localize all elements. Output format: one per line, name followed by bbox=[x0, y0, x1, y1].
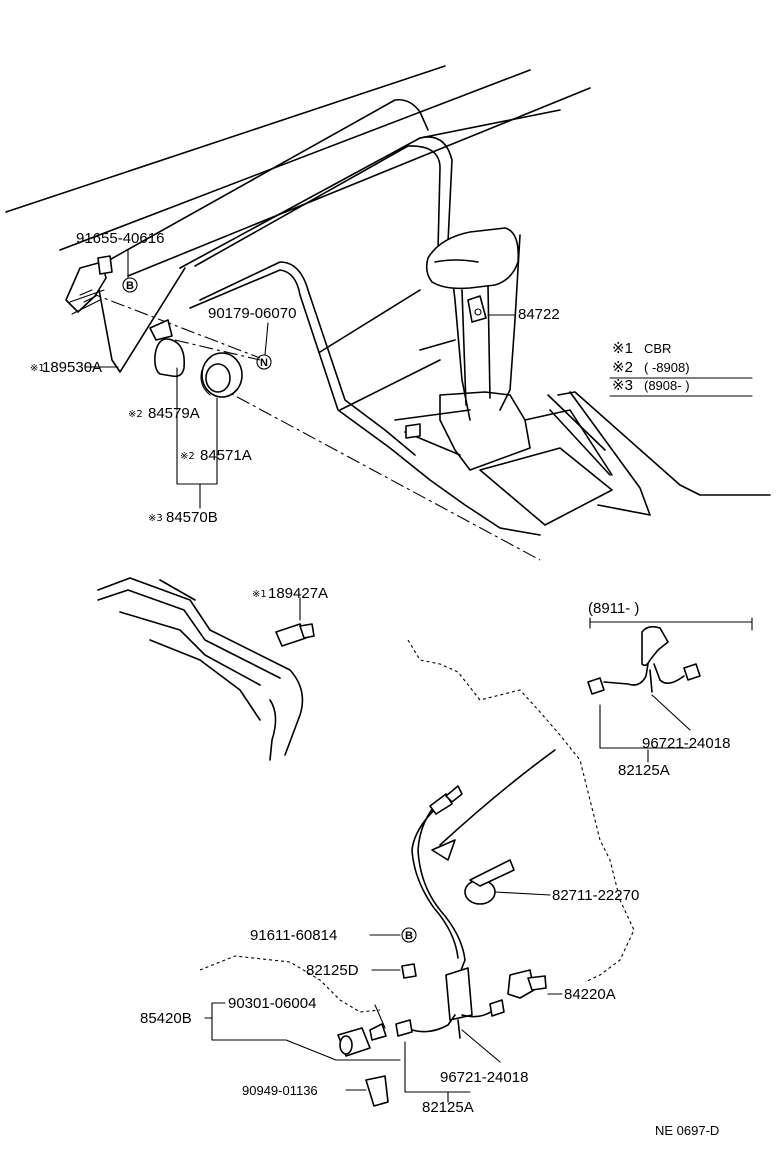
svg-text:189530A: 189530A bbox=[42, 359, 102, 376]
range-note: (8911- ) bbox=[588, 600, 639, 617]
svg-text:N: N bbox=[260, 357, 268, 369]
svg-text:B: B bbox=[405, 930, 413, 942]
label-85420b: 85420B bbox=[140, 1010, 192, 1027]
label-84722: 84722 bbox=[518, 306, 560, 323]
svg-text:※1: ※1 bbox=[252, 589, 267, 600]
plate-90949-drawing bbox=[365, 1075, 389, 1107]
label-82125a-bottom: 82125A bbox=[422, 1099, 474, 1116]
svg-text:B: B bbox=[126, 280, 134, 292]
bulb-socket-84579a-drawing bbox=[149, 319, 186, 378]
housing-outline bbox=[97, 577, 304, 761]
label-189427a: ※1 189427A bbox=[252, 585, 328, 602]
marker-b-bottom: B bbox=[401, 927, 417, 943]
label-82125d: 82125D bbox=[306, 962, 359, 979]
svg-text:189427A: 189427A bbox=[268, 585, 328, 602]
leaders-top bbox=[85, 249, 516, 509]
svg-text:84579A: 84579A bbox=[148, 405, 200, 422]
svg-text:( -8908): ( -8908) bbox=[644, 360, 690, 375]
label-90179-06070: 90179-06070 bbox=[208, 305, 296, 322]
svg-text:(8908- ): (8908- ) bbox=[644, 378, 690, 393]
clip-82125d-drawing bbox=[401, 963, 417, 979]
svg-text:※1: ※1 bbox=[612, 340, 633, 357]
label-82125a-top: 82125A bbox=[618, 762, 670, 779]
label-96721-24018-bottom: 96721-24018 bbox=[440, 1069, 528, 1086]
leader-82711 bbox=[494, 891, 551, 896]
svg-text:※1: ※1 bbox=[30, 363, 45, 374]
sensor-84220a-drawing bbox=[507, 969, 547, 999]
harness-lower bbox=[199, 955, 505, 1103]
label-84579a: ※2 84579A bbox=[128, 405, 200, 422]
console-outline bbox=[5, 65, 771, 561]
label-91655-40616: 91655-40616 bbox=[76, 230, 164, 247]
sensor-189427a-drawing bbox=[275, 623, 315, 647]
legend: ※1 CBR ※2 ( -8908) ※3 (8908- ) bbox=[609, 340, 753, 397]
label-189530a: ※1 189530A bbox=[30, 359, 102, 376]
label-91611-60814: 91611-60814 bbox=[250, 927, 337, 944]
svg-text:CBR: CBR bbox=[644, 341, 671, 356]
solenoid-85420b-drawing bbox=[337, 1023, 387, 1057]
label-82711-22270: 82711-22270 bbox=[552, 887, 639, 904]
svg-text:※3: ※3 bbox=[612, 377, 633, 394]
marker-n-top: N bbox=[256, 354, 272, 370]
svg-text:※3: ※3 bbox=[148, 513, 163, 524]
leader-90301 bbox=[374, 1004, 386, 1029]
clamp-82711-drawing bbox=[464, 859, 515, 905]
lamp-84571a-drawing bbox=[200, 352, 243, 398]
svg-text:※2: ※2 bbox=[612, 359, 633, 376]
footer-code: NE 0697-D bbox=[655, 1123, 719, 1138]
leader-85420b bbox=[211, 1002, 401, 1061]
knob-84722-drawing bbox=[467, 295, 487, 323]
transmission-outline bbox=[407, 639, 635, 983]
bracket-189530a-drawing bbox=[65, 255, 113, 315]
label-84570b: ※3 84570B bbox=[148, 509, 218, 526]
svg-text:84570B: 84570B bbox=[166, 509, 218, 526]
speedometer-cable bbox=[411, 785, 473, 1021]
svg-text:※2: ※2 bbox=[128, 409, 143, 420]
svg-text:※2: ※2 bbox=[180, 451, 195, 462]
marker-b-top: B bbox=[122, 277, 138, 293]
label-96721-24018-top: 96721-24018 bbox=[642, 735, 730, 752]
bracket-85420b bbox=[204, 1002, 213, 1019]
label-84220a: 84220A bbox=[564, 986, 616, 1003]
harness-inset: (8911- ) 96721-24018 82125A bbox=[587, 600, 753, 779]
label-84571a: ※2 84571A bbox=[180, 447, 252, 464]
svg-text:84571A: 84571A bbox=[200, 447, 252, 464]
label-90301-06004: 90301-06004 bbox=[228, 995, 316, 1012]
label-90949-01136: 90949-01136 bbox=[242, 1083, 318, 1098]
